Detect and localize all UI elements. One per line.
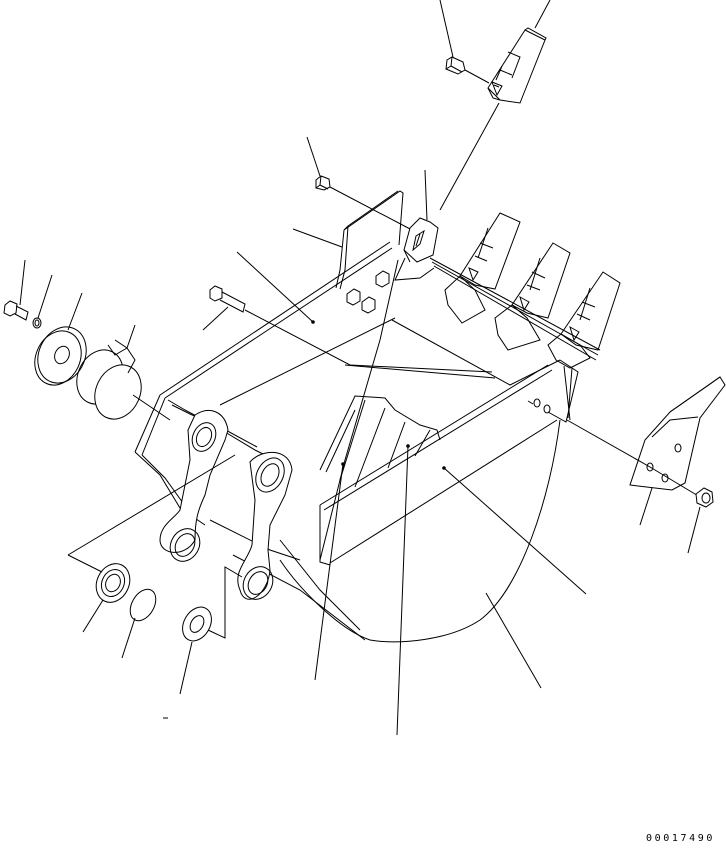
leader-line: [68, 293, 82, 330]
callout-dot-icon: [406, 444, 410, 448]
leader-line: [307, 137, 320, 176]
hole-icon: [544, 405, 550, 413]
callout-dot-icon: [341, 462, 345, 466]
figure-number: 00017490: [646, 833, 715, 844]
leader-line: [237, 252, 313, 322]
washer-icon: [33, 318, 41, 328]
spare-tooth-icon: [488, 28, 546, 103]
nuts-icon: [347, 271, 389, 313]
leader-line: [122, 618, 135, 658]
leader-line: [68, 455, 235, 555]
leader-line: [180, 642, 192, 694]
leader-line: [535, 0, 550, 28]
teeth-row-icon: [430, 213, 620, 368]
upper-bolt-icon: [210, 286, 245, 312]
leader-line: [330, 187, 412, 230]
shim-ring-icon: [177, 602, 218, 646]
leader-line: [68, 555, 102, 572]
tooth-pin-icon: [446, 57, 465, 74]
hole-icon: [534, 399, 540, 407]
bolt-icon: [4, 301, 28, 320]
leader-line: [133, 395, 170, 420]
leader-line: [20, 260, 25, 305]
leader-line: [83, 600, 103, 632]
side-cutter-icon: [630, 377, 725, 490]
leader-line: [293, 229, 342, 247]
leader-line: [567, 420, 700, 497]
leader-line: [397, 446, 408, 735]
leader-line: [640, 488, 652, 525]
leader-line: [203, 307, 228, 330]
side-plate-icon: [336, 191, 403, 289]
callout-dot-icon: [442, 466, 446, 470]
leader-line: [465, 70, 489, 83]
leader-line: [38, 275, 52, 318]
leader-line: [528, 401, 533, 404]
leader-line: [440, 0, 453, 57]
dust-seal-icon: [68, 340, 150, 427]
leader-line: [208, 567, 242, 638]
leader-line: [486, 593, 541, 688]
adapter-icon: [395, 218, 438, 280]
leader-line: [444, 468, 586, 594]
lock-pin-icon: [316, 176, 330, 190]
boss-bracket-icon: [135, 400, 292, 605]
leader-line: [127, 325, 135, 348]
leader-line: [245, 310, 492, 372]
leader-line: [440, 103, 499, 210]
shim-disc-icon: [26, 319, 95, 393]
callout-dot-icon: [311, 320, 315, 324]
leader-line: [425, 170, 427, 220]
bucket-body-icon: [135, 242, 578, 642]
leader-line: [688, 507, 700, 553]
leader-line: [315, 464, 343, 680]
side-cutter-nut-icon: [696, 488, 713, 507]
bushing-icon: [90, 558, 136, 608]
o-ring-icon: [125, 585, 161, 625]
